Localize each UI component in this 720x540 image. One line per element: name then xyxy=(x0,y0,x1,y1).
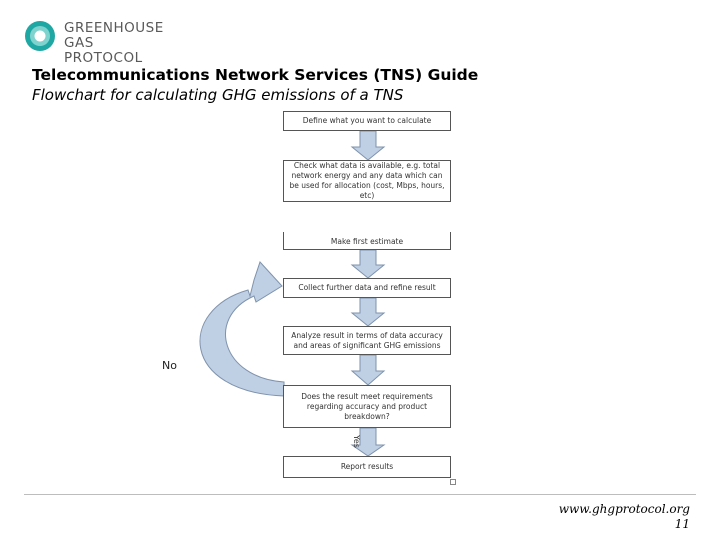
logo-wordmark: GREENHOUSE GAS PROTOCOL xyxy=(64,21,174,66)
page-subtitle: Flowchart for calculating GHG emissions … xyxy=(32,86,404,104)
page-number: 11 xyxy=(674,517,690,531)
down-arrow-4 xyxy=(350,297,386,327)
logo-line-1: GREENHOUSE xyxy=(64,20,164,36)
down-arrow-1 xyxy=(350,130,386,161)
greenhouse-gas-protocol-logo-icon xyxy=(25,21,55,51)
down-arrow-3 xyxy=(350,249,386,279)
yes-label: Yes xyxy=(352,435,361,448)
step-define: Define what you want to calculate xyxy=(283,111,451,131)
footer-url: www.ghgprotocol.org xyxy=(558,502,690,516)
page-title: Telecommunications Network Services (TNS… xyxy=(32,66,479,84)
step-first-estimate: Make first estimate xyxy=(283,232,451,250)
step-check-data: Check what data is available, e.g. total… xyxy=(283,160,451,202)
step-collect: Collect further data and refine result xyxy=(283,278,451,298)
step-report: Report results xyxy=(283,456,451,478)
down-arrow-6 xyxy=(350,427,386,457)
footer-divider xyxy=(24,494,696,495)
logo-line-2: GAS PROTOCOL xyxy=(64,35,143,66)
blank-gap xyxy=(283,202,455,232)
no-loop-arrow xyxy=(199,261,285,397)
step-analyze: Analyze result in terms of data accuracy… xyxy=(283,326,451,355)
resize-handle xyxy=(450,479,456,485)
down-arrow-5 xyxy=(350,354,386,386)
logo: GREENHOUSE GAS PROTOCOL xyxy=(24,18,174,66)
no-label: No xyxy=(162,359,177,372)
step-decision: Does the result meet requirements regard… xyxy=(283,385,451,428)
